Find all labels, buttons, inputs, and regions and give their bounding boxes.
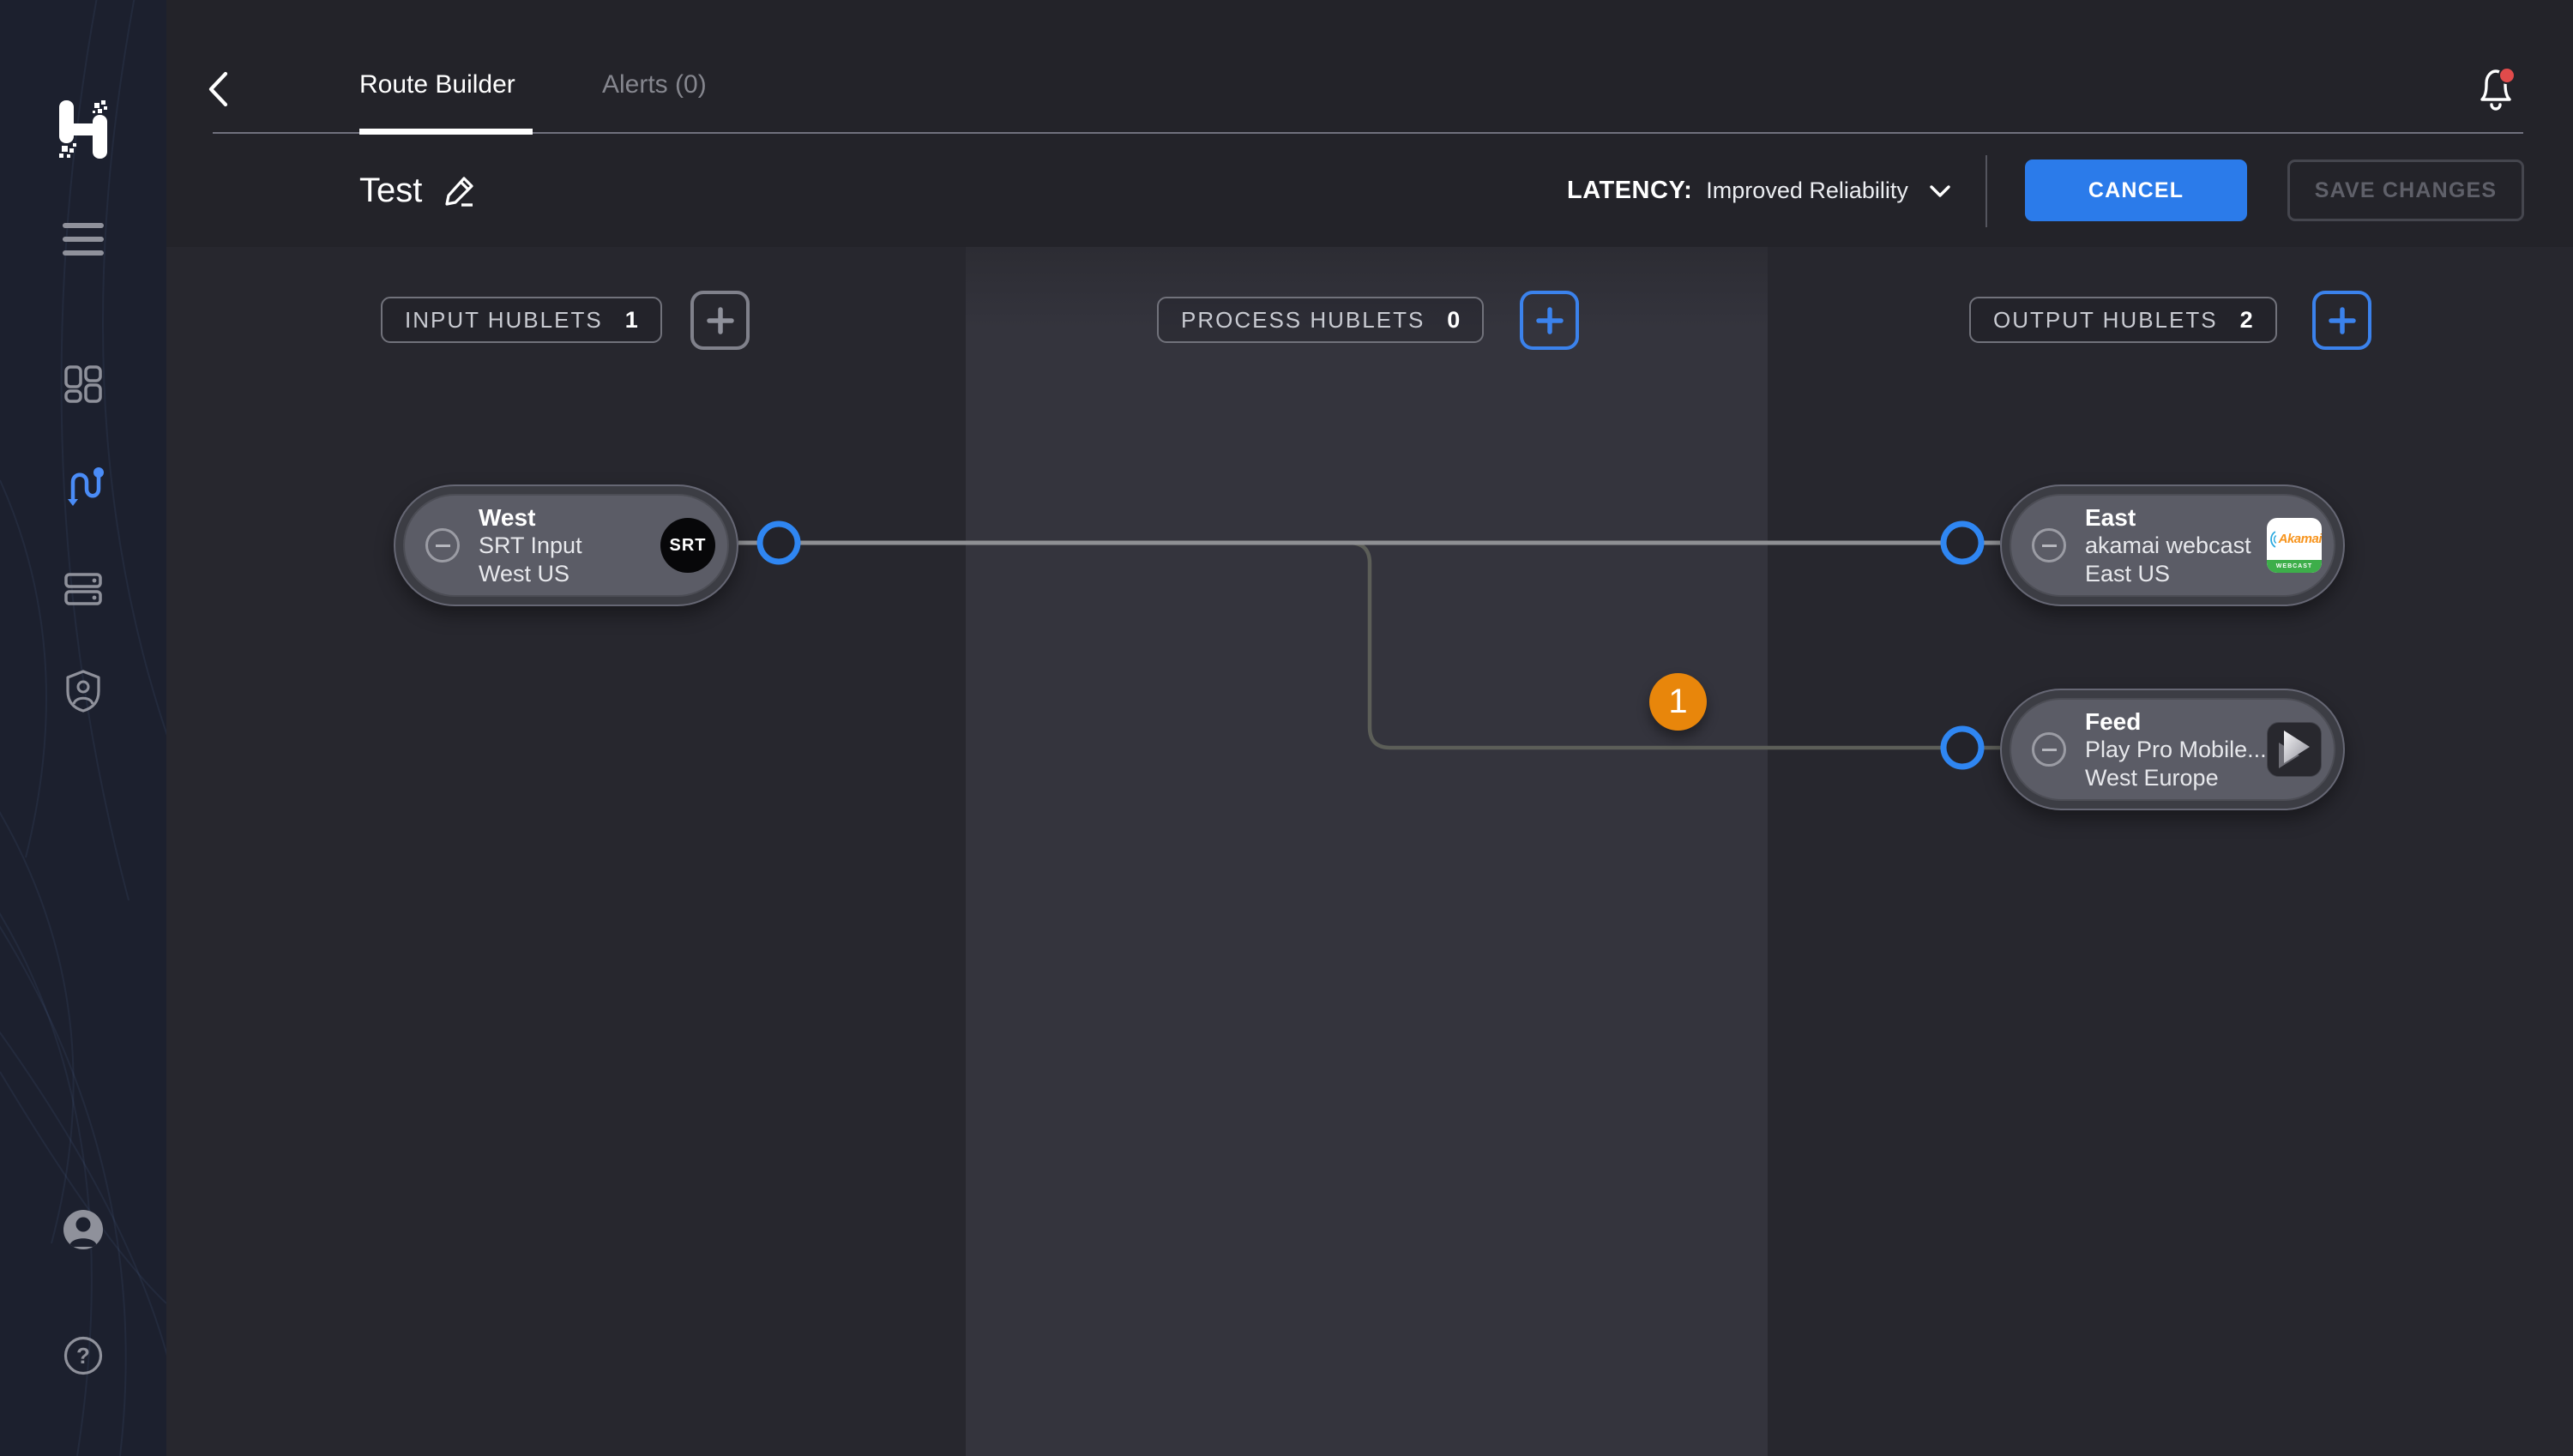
connections-layer (738, 520, 2000, 770)
node-subtitle: akamai webcast (2085, 532, 2251, 558)
cancel-button[interactable]: CANCEL (2025, 159, 2247, 221)
hub-h-logo-icon (59, 100, 107, 159)
hublet-node-west[interactable]: West SRT Input West US SRT (394, 484, 738, 606)
east-input-port[interactable] (1940, 520, 1985, 565)
active-tab-underline (359, 129, 533, 135)
sidebar-item-dashboard[interactable] (0, 364, 166, 405)
back-button[interactable] (197, 65, 238, 113)
minus-icon (435, 544, 450, 547)
tab-alerts[interactable]: Alerts (0) (602, 70, 707, 99)
route-icon (68, 467, 104, 506)
help-icon: ? (63, 1336, 103, 1375)
node-location: West US (479, 560, 570, 587)
user-avatar-icon (63, 1210, 103, 1249)
add-process-hublet-button[interactable] (1520, 291, 1579, 350)
route-toolbar: Test LATENCY: Improved Reliability CANCE… (166, 135, 2573, 247)
play-triangles-icon (2279, 731, 2310, 768)
output-hublets-count: 2 (2239, 306, 2253, 333)
tabbar-divider (213, 132, 2523, 134)
minus-icon (2041, 544, 2057, 547)
input-hublets-label: INPUT HUBLETS (405, 306, 603, 333)
add-output-hublet-button[interactable] (2312, 291, 2371, 350)
plus-icon (2328, 306, 2356, 334)
akamai-swoosh-icon (2270, 530, 2277, 548)
process-hublets-header: PROCESS HUBLETS 0 (1157, 297, 1485, 343)
save-changes-button[interactable]: SAVE CHANGES (2287, 159, 2524, 221)
connection-west-to-feed[interactable] (1348, 540, 2000, 750)
node-subtitle: SRT Input (479, 532, 582, 558)
chevron-down-icon (1930, 184, 1950, 197)
sidebar-item-help[interactable]: ? (0, 1336, 166, 1375)
notifications-button[interactable] (2467, 60, 2527, 120)
output-hublets-label: OUTPUT HUBLETS (1993, 306, 2218, 333)
collapse-node-button[interactable] (425, 528, 460, 563)
bell-icon (2480, 67, 2516, 111)
hublet-node-feed[interactable]: Feed Play Pro Mobile... West Europe (2000, 689, 2345, 810)
process-hublets-count: 0 (1447, 306, 1461, 333)
output-hublets-header: OUTPUT HUBLETS 2 (1969, 297, 2277, 343)
hamburger-icon (63, 223, 104, 256)
tab-route-builder[interactable]: Route Builder (359, 70, 515, 99)
sidebar-item-devices[interactable] (0, 569, 166, 610)
toolbar-divider (1985, 155, 1987, 227)
minus-icon (2041, 748, 2057, 751)
back-chevron-icon (208, 71, 228, 107)
node-title: Feed (2085, 707, 2142, 735)
node-subtitle: Play Pro Mobile... (2085, 736, 2267, 762)
node-title: West (479, 503, 536, 531)
latency-label: LATENCY: (1567, 177, 1693, 204)
akamai-webcast-icon: Akamai WEBCAST (2267, 518, 2322, 573)
process-hublets-label: PROCESS HUBLETS (1181, 306, 1425, 333)
collapse-node-button[interactable] (2032, 732, 2066, 767)
sidebar-item-account[interactable] (0, 1209, 166, 1250)
srt-protocol-icon: SRT (660, 518, 715, 573)
edit-route-name-button[interactable] (441, 173, 477, 209)
devices-icon (64, 573, 102, 605)
app-logo (0, 99, 166, 159)
input-hublets-count: 1 (624, 306, 638, 333)
route-canvas: INPUT HUBLETS 1 PROCESS HUBLETS 0 OUTPUT… (166, 247, 2573, 1456)
plus-icon (706, 306, 734, 334)
node-location: East US (2085, 560, 2171, 587)
latency-dropdown[interactable]: LATENCY: Improved Reliability (1567, 135, 1951, 247)
sidebar-item-admin[interactable] (0, 669, 166, 713)
sidebar: ? (0, 0, 166, 1456)
plus-icon (1535, 306, 1564, 334)
west-output-port[interactable] (756, 520, 801, 565)
add-input-hublet-button[interactable] (690, 291, 750, 350)
process-column-background (966, 247, 1768, 1456)
input-hublets-header: INPUT HUBLETS 1 (381, 297, 662, 343)
shield-user-icon (66, 670, 100, 713)
route-name: Test (359, 171, 423, 209)
latency-value: Improved Reliability (1706, 177, 1908, 203)
sidebar-menu-button[interactable] (0, 223, 166, 256)
sidebar-item-routes[interactable] (0, 463, 166, 508)
svg-text:?: ? (76, 1343, 90, 1369)
pencil-icon (445, 176, 473, 207)
hublet-node-east[interactable]: East akamai webcast East US Akamai WEBCA… (2000, 484, 2345, 606)
collapse-node-button[interactable] (2032, 528, 2066, 563)
connection-count-badge[interactable]: 1 (1649, 673, 1707, 731)
feed-input-port[interactable] (1940, 725, 1985, 770)
dashboard-grid-icon (64, 365, 102, 403)
top-tab-bar: Route Builder Alerts (0) (166, 0, 2573, 135)
alert-dot (2498, 67, 2516, 84)
node-title: East (2085, 503, 2136, 531)
node-location: West Europe (2085, 764, 2219, 791)
play-pro-icon (2267, 722, 2322, 777)
